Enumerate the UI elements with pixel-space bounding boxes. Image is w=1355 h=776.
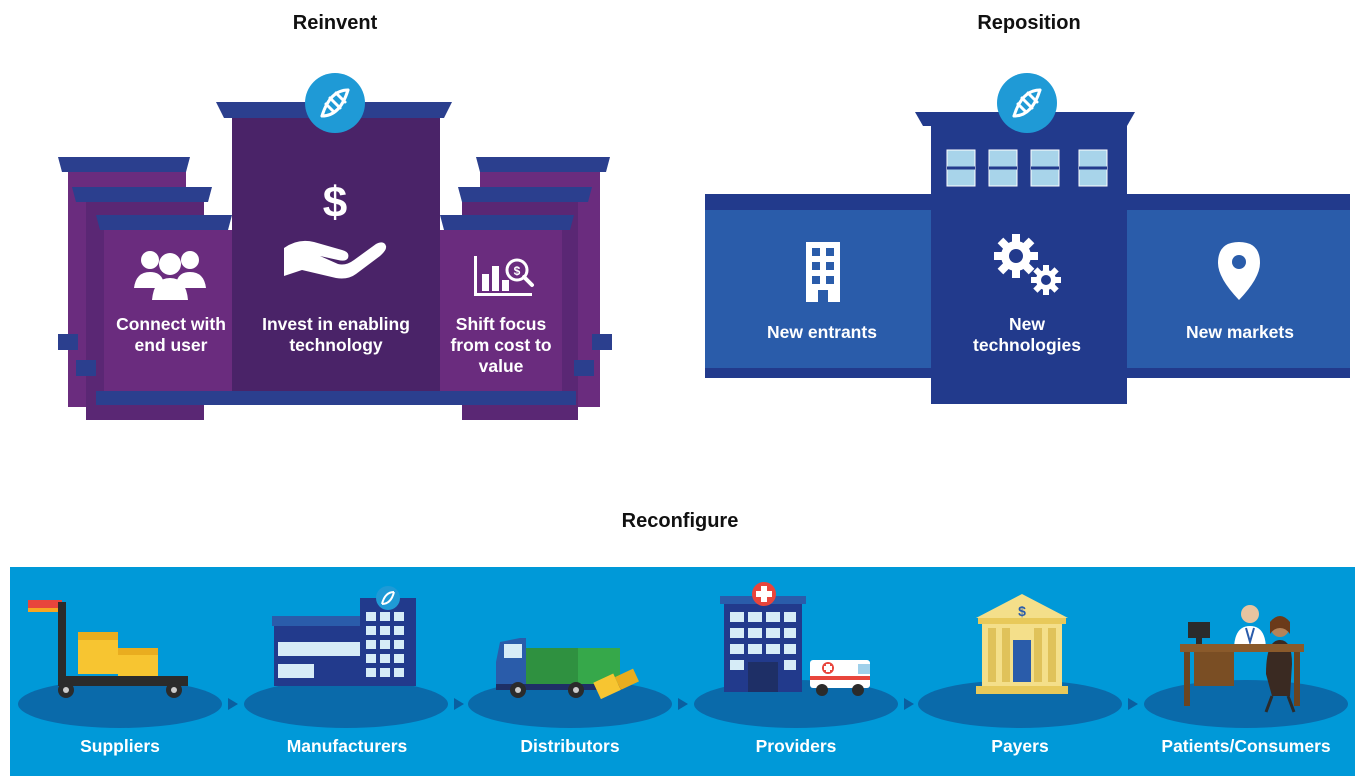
reposition-item-entrants: New entrants — [767, 322, 877, 342]
value-chain-track — [18, 680, 1348, 728]
delivery-truck-icon — [496, 638, 639, 700]
dna-icon — [305, 73, 365, 133]
stage-manufacturers: Manufacturers — [286, 736, 408, 756]
hospital-ambulance-icon — [720, 582, 870, 696]
factory-icon — [272, 586, 416, 686]
reposition-item-technologies: New technologies — [973, 314, 1081, 355]
svg-text:$: $ — [1018, 603, 1026, 619]
stage-patients-consumers: Patients/Consumers — [1161, 736, 1331, 756]
hand-truck-boxes-icon — [28, 600, 188, 698]
arrow-icon — [678, 698, 688, 710]
svg-text:$: $ — [323, 178, 347, 227]
stage-distributors: Distributors — [520, 736, 620, 756]
reinvent-item-shift: Shift focus from cost to value — [450, 314, 552, 376]
arrow-icon — [228, 698, 238, 710]
arrow-icon — [904, 698, 914, 710]
reinvent-item-connect: Connect with end user — [116, 314, 226, 355]
arrow-icon — [454, 698, 464, 710]
map-pin-icon — [1218, 242, 1260, 300]
dollar-hand-icon: $ — [284, 178, 387, 279]
office-building-icon — [806, 242, 840, 302]
reposition-item-markets: New markets — [1186, 322, 1294, 342]
reconfigure-title: Reconfigure — [621, 510, 739, 532]
chart-magnifier-icon: $ — [474, 256, 534, 296]
svg-text:$: $ — [514, 264, 521, 278]
reinvent-item-invest: Invest in enabling technology — [262, 314, 410, 355]
bank-icon: $ — [976, 594, 1068, 694]
stage-suppliers: Suppliers — [80, 736, 160, 756]
reconfigure-band — [10, 567, 1355, 776]
dna-icon — [997, 73, 1057, 133]
reposition-title: Reposition — [977, 12, 1081, 34]
stage-payers: Payers — [991, 736, 1049, 756]
doctor-patient-desk-icon — [1180, 605, 1304, 713]
arrow-icon — [1128, 698, 1138, 710]
reinvent-title: Reinvent — [292, 12, 378, 34]
gears-icon — [994, 234, 1061, 295]
users-icon — [134, 251, 206, 300]
stage-providers: Providers — [755, 736, 837, 756]
